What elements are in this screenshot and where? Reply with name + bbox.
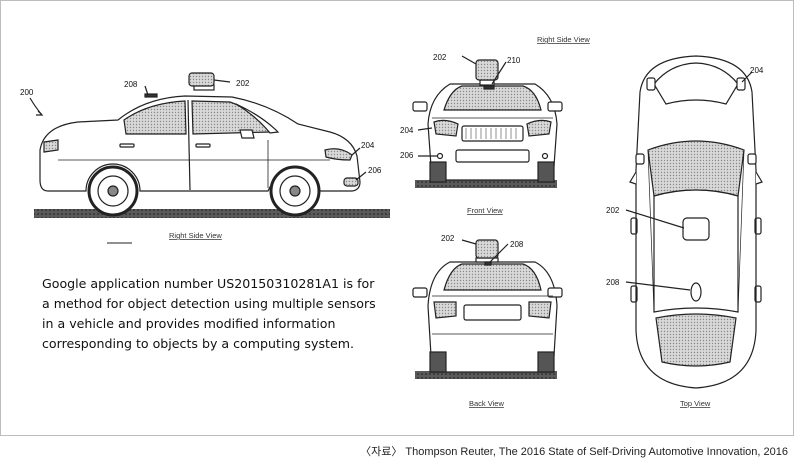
ref-208-top: 208 <box>606 278 620 287</box>
description-line-3: in a vehicle and provides modified infor… <box>42 316 336 331</box>
ref-208-back: 208 <box>510 240 524 249</box>
description-line-2: a method for object detection using mult… <box>42 296 376 311</box>
front-view-car <box>412 55 563 188</box>
ref-206-front: 206 <box>400 151 414 160</box>
ref-206-side: 206 <box>368 166 382 175</box>
caption-right-side-view: Right Side View <box>169 231 222 240</box>
ref-202-back: 202 <box>441 234 455 243</box>
ref-202-top: 202 <box>606 206 620 215</box>
ref-200: 200 <box>20 88 34 97</box>
ref-202-side: 202 <box>236 79 250 88</box>
front-ground <box>415 180 557 188</box>
ref-210-front: 210 <box>507 56 521 65</box>
ref-204-side: 204 <box>361 141 375 150</box>
side-view-car <box>29 72 390 244</box>
description-text: Google application number US20150310281A… <box>42 274 387 354</box>
top-view-car <box>625 55 763 389</box>
ref-208-side: 208 <box>124 80 138 89</box>
source-citation: 〈자료〉 Thompson Reuter, The 2016 State of … <box>360 446 788 458</box>
ref-202-front: 202 <box>433 53 447 62</box>
back-ground <box>415 371 557 379</box>
caption-front-view: Front View <box>467 206 503 215</box>
description-line-1: Google application number US20150310281A… <box>42 276 375 291</box>
ref-204-top: 204 <box>750 66 764 75</box>
ref-204-front: 204 <box>400 126 414 135</box>
side-ground <box>34 209 390 218</box>
caption-back-view: Back View <box>469 399 504 408</box>
figure-frame <box>0 0 794 436</box>
caption-top-view: Top View <box>680 399 711 408</box>
description-line-4: corresponding to objects by a computing … <box>42 336 354 351</box>
caption-right-side-view-small: Right Side View <box>537 35 590 44</box>
back-view-car <box>412 239 563 379</box>
